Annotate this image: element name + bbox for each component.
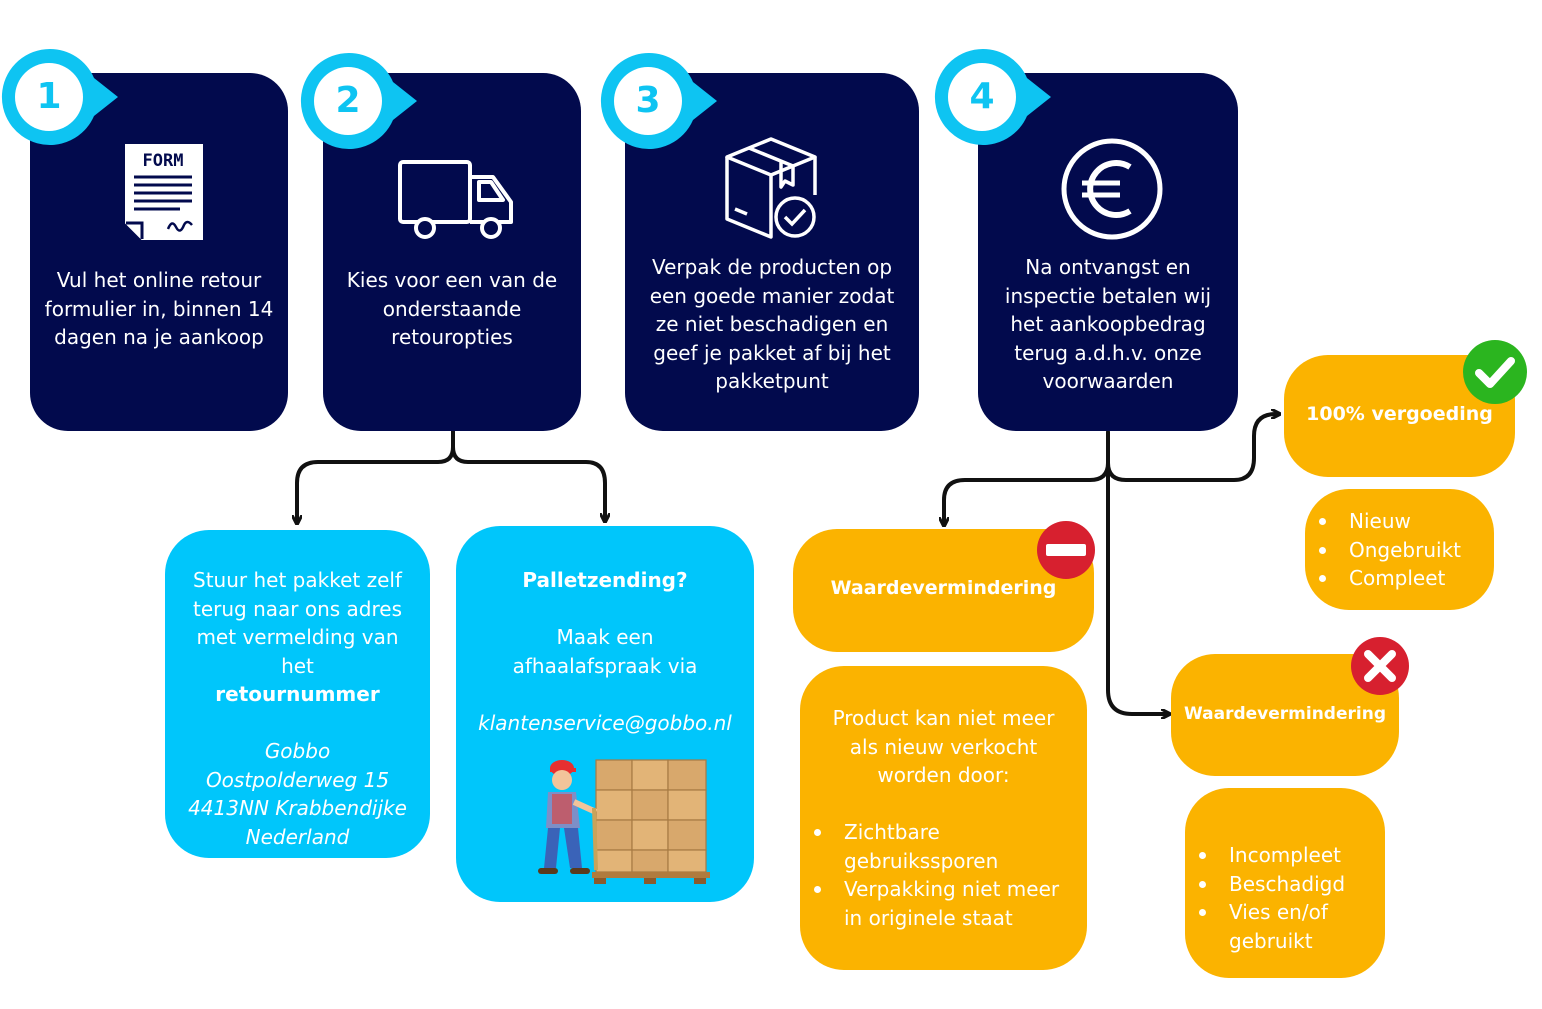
truck-icon xyxy=(398,160,513,239)
pallet-title: Palletzending? xyxy=(522,568,688,592)
list-item: Zichtbare gebruikssporen xyxy=(800,818,1080,875)
list-item: Vies en/of gebruikt xyxy=(1185,898,1381,955)
depreciation-card: Waardevermindering xyxy=(793,529,1094,652)
pallet-option-card: Palletzending? Maak een afhaalafspraak v… xyxy=(456,526,754,902)
step-text-4: Na ontvangst en inspectie betalen wij he… xyxy=(1004,255,1212,393)
minus-icon xyxy=(1037,521,1095,579)
step-number-3: 3 xyxy=(635,80,661,121)
list-item: Ongebruikt xyxy=(1305,536,1461,565)
check-icon xyxy=(1463,340,1527,404)
step-card-3: Verpak de producten op een goede manier … xyxy=(625,73,919,431)
step-text-1: Vul het online retour formulier in, binn… xyxy=(44,268,274,349)
list-item: Beschadigd xyxy=(1185,870,1381,899)
step-card-4: Na ontvangst en inspectie betalen wij he… xyxy=(978,73,1238,431)
depreciation-intro: Product kan niet meer als nieuw verkocht… xyxy=(832,706,1055,787)
full-refund-title: 100% vergoeding xyxy=(1306,403,1493,425)
self-ship-option-card: Stuur het pakket zelf terug naar ons adr… xyxy=(165,530,430,858)
cross-icon xyxy=(1351,637,1409,695)
address-line-1: Gobbo xyxy=(264,739,331,763)
address-line-4: Nederland xyxy=(245,824,350,849)
euro-icon xyxy=(1061,138,1163,240)
rejection-title: Waardevermindering xyxy=(1184,704,1386,724)
step-badge-2: 2 xyxy=(300,52,417,149)
step-number-4: 4 xyxy=(969,76,995,117)
step4-split-connector xyxy=(944,414,1276,714)
rejection-conditions-card: Incompleet Beschadigd Vies en/of gebruik… xyxy=(1185,788,1385,978)
step2-split-connector xyxy=(297,425,605,520)
step-number-2: 2 xyxy=(335,80,361,121)
address-line-3: 4413NN Krabbendijke xyxy=(188,796,407,820)
list-item: Incompleet xyxy=(1185,841,1381,870)
pallet-worker-illustration xyxy=(538,759,710,884)
self-ship-text: Stuur het pakket zelf terug naar ons adr… xyxy=(192,568,402,678)
list-item: Compleet xyxy=(1305,564,1461,593)
pallet-email-link[interactable]: klantenservice@gobbo.nl xyxy=(478,710,732,735)
step-badge-1: 1 xyxy=(1,48,118,145)
self-ship-bold: retournummer xyxy=(215,682,380,706)
rejection-conditions-list: Incompleet Beschadigd Vies en/of gebruik… xyxy=(1185,841,1381,955)
address-line-2: Oostpolderweg 15 xyxy=(205,767,390,792)
step-badge-3: 3 xyxy=(600,52,717,149)
depreciation-title: Waardevermindering xyxy=(830,577,1057,599)
full-refund-conditions-card: Nieuw Ongebruikt Compleet xyxy=(1305,489,1494,610)
depreciation-conditions-card: Product kan niet meer als nieuw verkocht… xyxy=(800,666,1087,970)
list-item: Verpakking niet meer in originele staat xyxy=(800,875,1080,932)
form-label: FORM xyxy=(143,151,184,171)
full-refund-conditions-list: Nieuw Ongebruikt Compleet xyxy=(1305,507,1461,593)
form-document-icon: FORM xyxy=(125,144,203,240)
depreciation-conditions-list: Zichtbare gebruikssporen Verpakking niet… xyxy=(800,818,1080,932)
step-text-3: Verpak de producten op een goede manier … xyxy=(649,255,895,393)
list-item: Nieuw xyxy=(1305,507,1461,536)
step-text-2: Kies voor een van de onderstaande retour… xyxy=(346,268,558,349)
step-badge-4: 4 xyxy=(934,48,1051,145)
step-number-1: 1 xyxy=(36,76,62,117)
pallet-text: Maak een afhaalafspraak via xyxy=(512,625,698,678)
package-check-icon xyxy=(725,137,817,239)
